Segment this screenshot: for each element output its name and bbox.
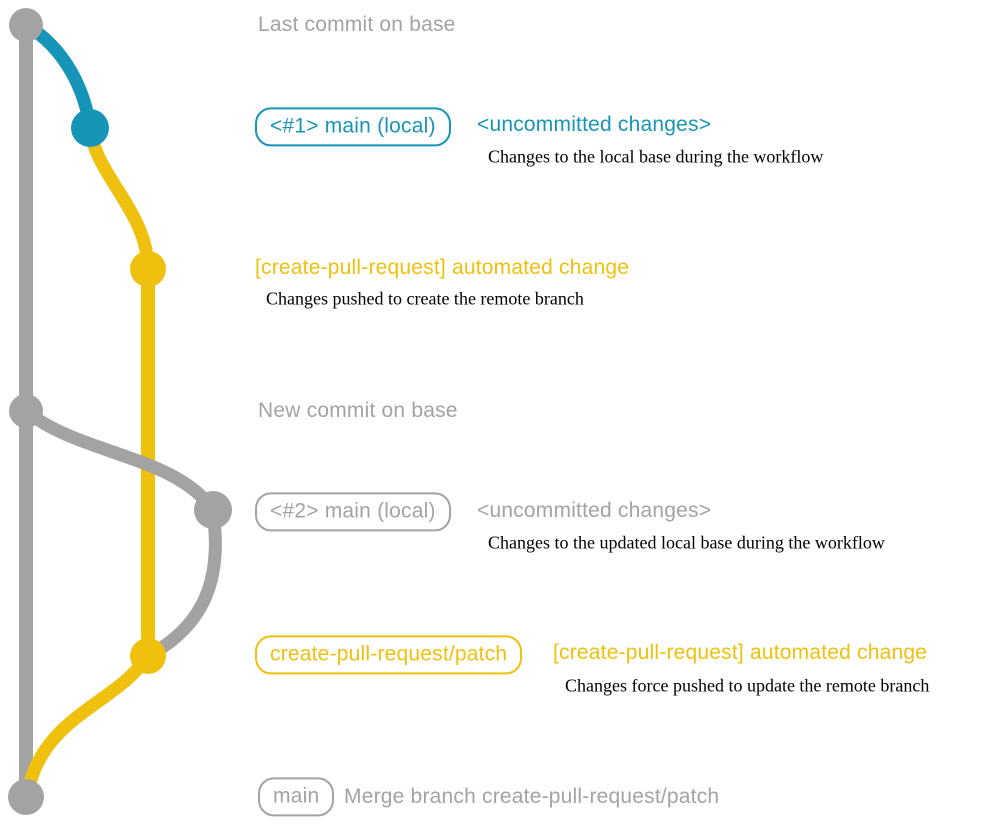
branch-badge-main-local-2: <#2> main (local) bbox=[255, 492, 451, 532]
branch-badge-main: main bbox=[258, 777, 335, 817]
pr-branch-merge-curve bbox=[21, 649, 155, 797]
badge-pr-branch-wrap: create-pull-request/patch bbox=[255, 635, 523, 675]
updated-local-main-curve bbox=[19, 404, 220, 517]
updated-local-main-return-curve bbox=[141, 503, 222, 663]
pr-branch-start-curve bbox=[83, 121, 155, 276]
badge-main-wrap: main bbox=[258, 777, 335, 817]
branch-badge-create-pull-request-patch: create-pull-request/patch bbox=[255, 635, 523, 675]
heading-automated-change-2: [create-pull-request] automated change bbox=[553, 641, 928, 664]
heading-automated-change-1: [create-pull-request] automated change bbox=[255, 256, 630, 279]
description-uncommitted-changes-1: Changes to the local base during the wor… bbox=[488, 146, 824, 167]
heading-uncommitted-changes-1: <uncommitted changes> bbox=[477, 113, 712, 136]
description-automated-change-2: Changes force pushed to update the remot… bbox=[565, 675, 930, 696]
commit-dot-new-base bbox=[9, 394, 43, 428]
commit-dot-last-base bbox=[9, 8, 43, 42]
badge-main-local-1-wrap: <#1> main (local) bbox=[255, 107, 451, 147]
annotation-new-commit-on-base: New commit on base bbox=[258, 399, 458, 422]
commit-graph bbox=[8, 8, 232, 815]
commit-dot-uncommitted-1 bbox=[71, 109, 109, 147]
annotation-last-commit-on-base: Last commit on base bbox=[258, 13, 456, 36]
badge-main-local-2-wrap: <#2> main (local) bbox=[255, 492, 451, 532]
annotation-merge-branch: Merge branch create-pull-request/patch bbox=[344, 785, 720, 808]
commit-dot-merge bbox=[8, 779, 44, 815]
commit-dot-uncommitted-2 bbox=[194, 491, 232, 529]
description-uncommitted-changes-2: Changes to the updated local base during… bbox=[488, 532, 885, 553]
commit-dot-automated-change-2 bbox=[130, 638, 166, 674]
commit-dot-automated-change-1 bbox=[130, 251, 166, 287]
description-automated-change-1: Changes pushed to create the remote bran… bbox=[266, 288, 584, 309]
branch-badge-main-local-1: <#1> main (local) bbox=[255, 107, 451, 147]
heading-uncommitted-changes-2: <uncommitted changes> bbox=[477, 499, 712, 522]
